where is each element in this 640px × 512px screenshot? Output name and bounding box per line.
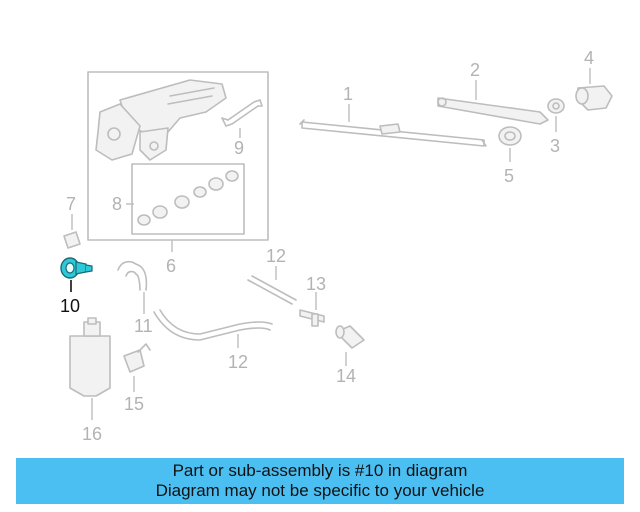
grommet: [498, 126, 522, 146]
callout-12-lower: 12: [228, 352, 248, 372]
callout-8: 8: [112, 194, 122, 214]
wiper-motor-assembly: [87, 71, 269, 241]
washer-hose: [153, 275, 297, 341]
callout-3: 3: [550, 136, 560, 156]
highlighted-part-10[interactable]: [60, 257, 93, 279]
banner-line-2: Diagram may not be specific to your vehi…: [155, 481, 485, 500]
callout-7: 7: [66, 194, 76, 214]
elbow-hose: [117, 260, 148, 291]
clip: [63, 231, 81, 249]
callout-14: 14: [336, 366, 356, 386]
leader-lines: [70, 68, 591, 420]
callout-4: 4: [584, 48, 594, 68]
callout-16: 16: [82, 424, 102, 444]
callout-13: 13: [306, 274, 326, 294]
nut: [547, 98, 565, 114]
nozzle: [335, 325, 365, 349]
callout-2: 2: [470, 60, 480, 80]
callout-1: 1: [343, 84, 353, 104]
callout-10: 10: [60, 296, 80, 316]
info-banner: Part or sub-assembly is #10 in diagram D…: [16, 458, 624, 504]
callout-11: 11: [134, 316, 153, 336]
wiper-blade: [299, 119, 487, 147]
callout-9: 9: [234, 138, 244, 158]
seal-kit: [131, 163, 245, 235]
callout-6: 6: [166, 256, 176, 276]
washer-pump: [123, 343, 151, 373]
callout-12-upper: 12: [266, 246, 286, 266]
callout-labels: 1 2 3 4 5 6 7 8 9 10 11 12 12 13 14 15 1…: [60, 48, 594, 444]
banner-line-1: Part or sub-assembly is #10 in diagram: [172, 461, 468, 480]
callout-5: 5: [504, 166, 514, 186]
cap: [575, 85, 613, 111]
callout-15: 15: [124, 394, 144, 414]
washer-reservoir: [69, 317, 111, 397]
wiper-arm: [437, 97, 549, 125]
tee-fitting: [299, 309, 325, 327]
